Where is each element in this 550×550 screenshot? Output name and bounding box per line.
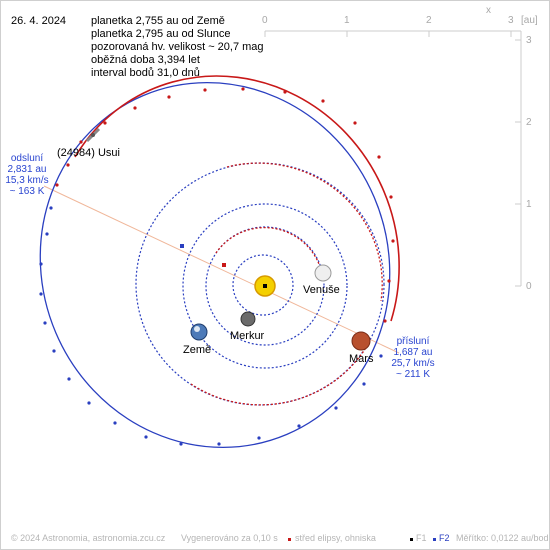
close-icon[interactable]: x: [486, 5, 491, 16]
date-label: 26. 4. 2024: [11, 15, 67, 27]
info-line-2: planetka 2,795 au od Slunce: [91, 28, 231, 40]
ellipse-center-marker: [222, 263, 226, 267]
orbit-dot: [66, 163, 70, 167]
mercury-icon: [240, 311, 256, 327]
orbit-dot: [387, 279, 391, 283]
right-axis-label-1: 1: [526, 199, 532, 210]
orbit-dot: [43, 321, 47, 325]
asteroid-label: (24984) Usui: [57, 147, 120, 159]
orbit-dot: [87, 401, 91, 405]
orbit-dot: [67, 377, 71, 381]
orbit-dot: [45, 232, 49, 236]
orbit-dot: [334, 406, 338, 410]
mercury-label: Merkur: [230, 330, 265, 342]
footer-scale: Měřítko: 0,0122 au/bod: [456, 533, 549, 543]
top-axis-label-2: 2: [426, 15, 432, 26]
top-axis-label-0: 0: [262, 15, 268, 26]
venus-orbit-north: [215, 226, 324, 280]
footer-legend-f1: F1: [416, 533, 427, 543]
venus-label: Venuše: [303, 284, 340, 296]
aphelion-info: odsluní 2,831 au 15,3 km/s ~ 163 K: [4, 153, 50, 197]
orbit-dot: [217, 442, 221, 446]
info-line-1: planetka 2,755 au od Země: [91, 15, 225, 27]
asteroid-position: [91, 133, 95, 137]
focus-f2-marker: [180, 244, 184, 248]
orbit-dot: [203, 88, 207, 92]
perihelion-distance: 1,687 au: [393, 347, 433, 358]
orbit-dot: [103, 121, 107, 125]
orbit-dot: [391, 239, 395, 243]
orbit-dot: [49, 206, 53, 210]
right-axis-label-3: 3: [526, 35, 532, 46]
mars-orbit-north-2: [190, 345, 368, 406]
orbit-dot: [383, 319, 387, 323]
asteroid-orbit-north: [74, 75, 400, 322]
aphelion-title: odsluní: [10, 153, 44, 164]
orbit-dot: [179, 442, 183, 446]
earth-label: Země: [183, 344, 212, 356]
footer-legend-center: střed elipsy, ohniska: [295, 533, 376, 543]
orbit-dot: [241, 87, 245, 91]
orbit-dot: [377, 155, 381, 159]
orbit-dot: [79, 140, 83, 144]
asteroid-orbit-south: [39, 81, 391, 449]
orbit-dot: [113, 421, 117, 425]
earth-orbit: [182, 203, 348, 369]
orbit-dot: [353, 121, 357, 125]
orbit-dot: [321, 99, 325, 103]
perihelion-speed: 25,7 km/s: [391, 358, 435, 369]
earth-cloud-detail: [194, 326, 200, 332]
orbit-dot: [55, 183, 59, 187]
perihelion-temp: ~ 211 K: [395, 369, 430, 380]
info-line-5: interval bodů 31,0 dnů: [91, 67, 200, 79]
right-axis-label-2: 2: [526, 117, 532, 128]
perihelion-info: přísluní 1,687 au 25,7 km/s ~ 211 K: [389, 336, 437, 380]
venus-icon: [314, 264, 332, 282]
footer-copyright: © 2024 Astronomia, astronomia.zcu.cz: [11, 533, 166, 543]
top-axis-label-3: 3: [508, 15, 514, 26]
apsis-line: [43, 185, 400, 354]
orbit-dot: [389, 195, 393, 199]
orbit-dot: [167, 95, 171, 99]
aphelion-distance: 2,831 au: [7, 164, 47, 175]
orbit-dot: [379, 354, 383, 358]
earth-icon: [190, 323, 208, 341]
mars-icon: [351, 331, 371, 351]
axis-unit-label: [au]: [521, 15, 538, 26]
orbit-interval-dots: [39, 87, 395, 446]
orbit-dot: [144, 435, 148, 439]
mars-label: Mars: [349, 353, 374, 365]
orbit-dot: [52, 349, 56, 353]
orbit-dot: [133, 106, 137, 110]
aphelion-speed: 15,3 km/s: [5, 175, 49, 186]
focus-f1-marker: [263, 284, 267, 288]
orbit-dot: [297, 424, 301, 428]
right-axis-label-0: 0: [526, 281, 532, 292]
info-line-4: oběžná doba 3,394 let: [91, 54, 200, 66]
legend-center-marker: [288, 538, 291, 541]
info-line-3: pozorovaná hv. velikost ~ 20,7 mag: [91, 41, 264, 53]
perihelion-title: přísluní: [396, 336, 430, 347]
orbit-dot: [257, 436, 261, 440]
legend-f2-marker: [433, 538, 436, 541]
orbit-dot: [39, 262, 43, 266]
orbit-dot: [283, 90, 287, 94]
orbit-dot: [39, 292, 43, 296]
orbit-dot: [362, 382, 366, 386]
legend-f1-marker: [410, 538, 413, 541]
aphelion-temp: ~ 163 K: [9, 186, 45, 197]
top-axis-label-1: 1: [344, 15, 350, 26]
mars-orbit-north: [226, 162, 383, 302]
mercury-orbit: [232, 254, 294, 316]
footer-generated: Vygenerováno za 0,10 s: [181, 533, 278, 543]
footer-legend-f2: F2: [439, 533, 450, 543]
